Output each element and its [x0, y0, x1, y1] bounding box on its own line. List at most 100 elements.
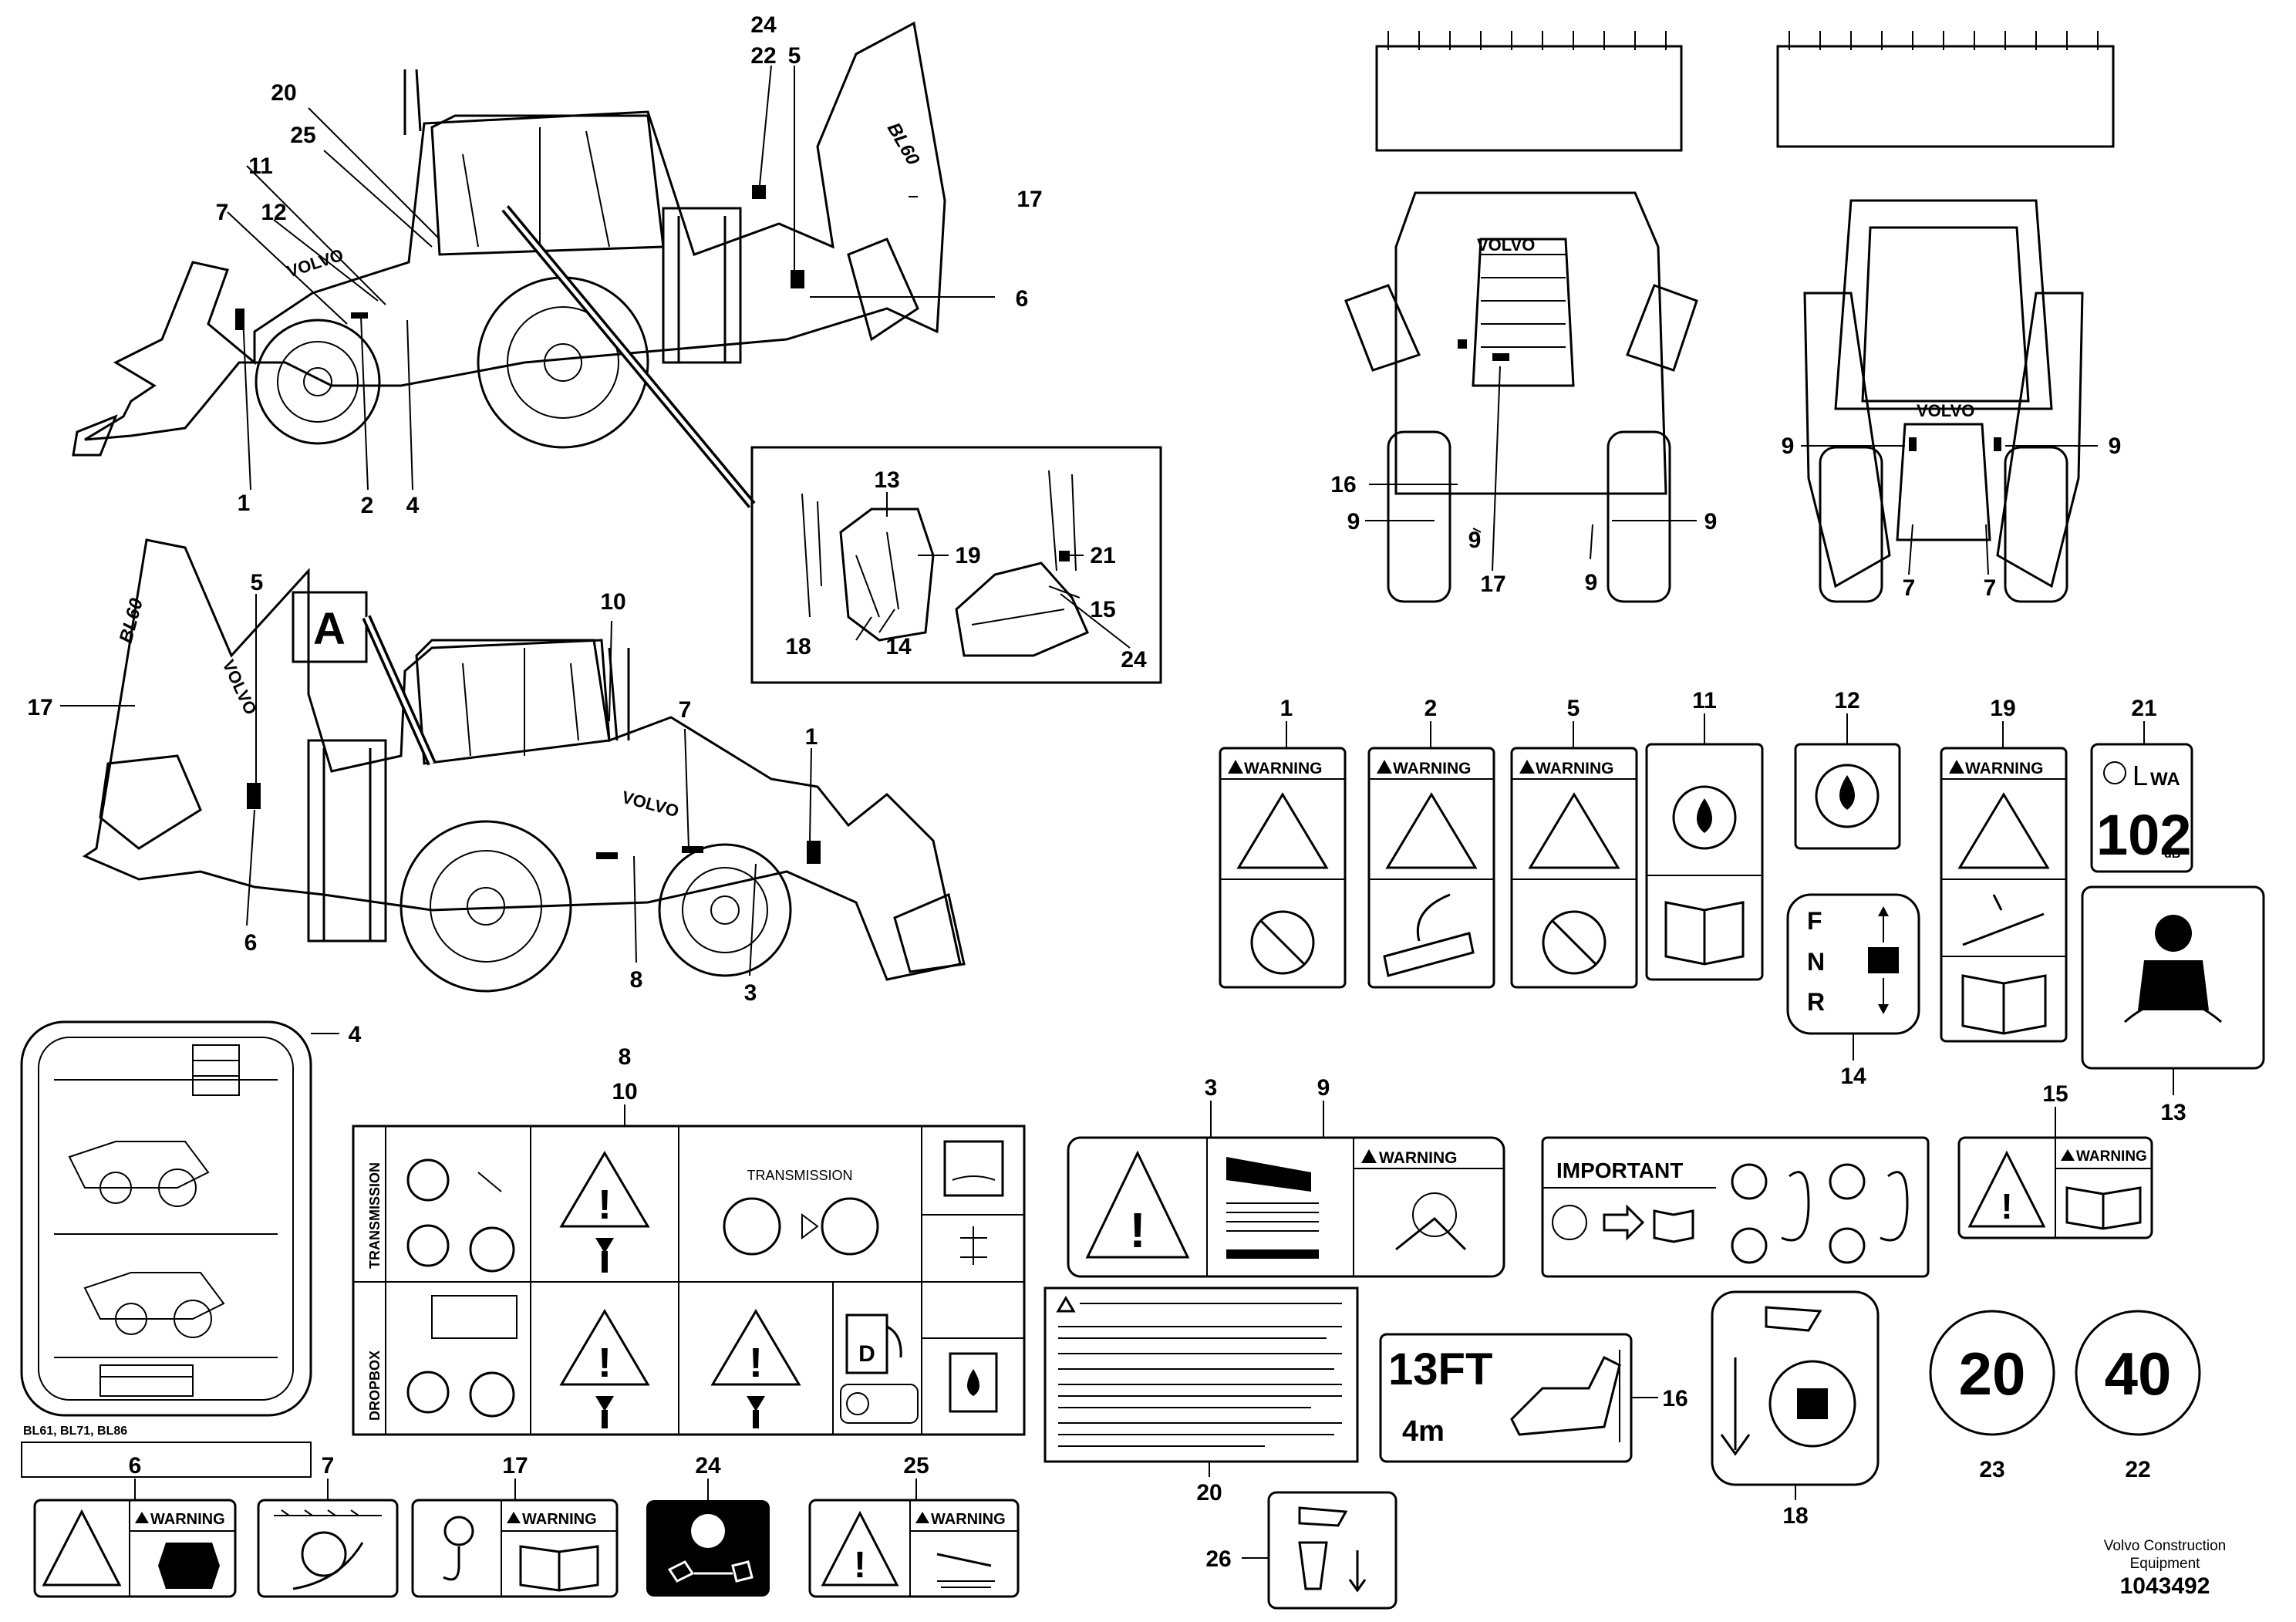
svg-text:14: 14	[1840, 1064, 1866, 1089]
svg-text:N: N	[1807, 948, 1825, 976]
svg-text:8: 8	[619, 1044, 632, 1070]
svg-text:dB: dB	[2164, 848, 2180, 861]
svg-text:24: 24	[695, 1453, 721, 1479]
svg-text:4m: 4m	[1402, 1415, 1445, 1448]
svg-text:25: 25	[903, 1453, 929, 1479]
leaders-front	[1365, 366, 1697, 572]
svg-text:WARNING: WARNING	[1536, 760, 1614, 777]
leaders-view-2	[60, 594, 812, 976]
callout-25a: 25	[290, 123, 315, 148]
svg-text:!: !	[749, 1340, 763, 1386]
credit-line-2: Equipment	[2129, 1556, 2200, 1572]
decal-14: F N R 14	[1786, 893, 1920, 1089]
callout-5a: 5	[788, 43, 801, 69]
decal-9: 9 IMPORTANT	[1317, 1075, 1930, 1278]
svg-text:WARNING: WARNING	[1379, 1149, 1458, 1167]
leaders-detail	[855, 492, 1131, 649]
machine-brand-2: VOLVO	[620, 787, 681, 821]
svg-text:1: 1	[1280, 696, 1293, 721]
transmission-label: TRANSMISSION	[747, 1168, 852, 1183]
svg-text:!: !	[1129, 1202, 1145, 1258]
svg-text:BL61, BL71, BL86: BL61, BL71, BL86	[23, 1425, 127, 1438]
callout-10b: 10	[600, 589, 625, 615]
callout-24a: 24	[750, 12, 777, 38]
svg-text:10: 10	[612, 1079, 637, 1104]
machine-model-1: BL60	[883, 120, 924, 170]
machine-brand-1: VOLVO	[285, 245, 346, 282]
decal-25: 25 ! WARNING	[808, 1453, 1020, 1598]
decal-19: 19 WARNING	[1940, 696, 2068, 1043]
machine-brand-3: VOLVO	[218, 657, 261, 718]
decal-7: 7	[257, 1453, 399, 1598]
svg-text:A: A	[313, 604, 346, 654]
svg-text:102: 102	[2096, 803, 2191, 867]
svg-text:23: 23	[1979, 1457, 2004, 1482]
svg-text:5: 5	[1567, 696, 1580, 721]
callout-3b: 3	[744, 980, 757, 1006]
svg-text:WARNING: WARNING	[1965, 760, 2044, 777]
decal-5: 5 WARNING	[1510, 696, 1638, 989]
svg-text:L: L	[2132, 760, 2148, 791]
svg-text:21: 21	[2131, 696, 2156, 721]
callout-24-detail: 24	[1121, 647, 1147, 673]
callout-11a: 11	[248, 153, 273, 179]
decal-13: 13	[2081, 885, 2265, 1125]
svg-text:WARNING: WARNING	[150, 1511, 225, 1528]
decal-22-speed-40: 40 22	[2075, 1310, 2201, 1482]
svg-text:WARNING: WARNING	[931, 1511, 1006, 1528]
callout-17a: 17	[1017, 187, 1042, 212]
callout-9-front-a: 9	[1347, 509, 1360, 534]
callout-16-front: 16	[1330, 472, 1356, 497]
svg-text:40: 40	[2105, 1340, 2172, 1408]
svg-text:11: 11	[1692, 688, 1717, 713]
machine-model-2: BL60	[116, 595, 147, 645]
decal-23-speed-20: 20 23	[1929, 1310, 2055, 1482]
callout-7-rear-b: 7	[1984, 575, 1997, 601]
svg-text:13: 13	[2160, 1100, 2186, 1125]
part-number: 1043492	[2119, 1573, 2210, 1599]
detail-a-label: A	[292, 591, 437, 766]
leaders-rear	[1801, 445, 2098, 575]
callout-12a: 12	[261, 200, 286, 225]
svg-text:26: 26	[1205, 1546, 1231, 1572]
decal-2: 2 WARNING	[1367, 696, 1495, 989]
front-view: VOLVO	[1344, 31, 1698, 603]
callout-18-detail: 18	[785, 634, 811, 659]
decal-20: 20	[1043, 1286, 1359, 1506]
svg-text:19: 19	[1990, 696, 2015, 721]
decal-8-10: 8 10 TRANSMISSION DROPBOX ! ! TRANSMISSI…	[352, 1044, 1026, 1436]
callout-17b: 17	[27, 695, 52, 720]
detail-inset	[750, 446, 1162, 684]
svg-text:13FT: 13FT	[1388, 1344, 1492, 1394]
callout-2a: 2	[361, 493, 374, 518]
callout-9-front-b: 9	[1468, 528, 1482, 553]
svg-text:18: 18	[1782, 1503, 1808, 1529]
decal-4: BL61, BL71, BL86 4	[20, 1020, 362, 1478]
svg-text:WARNING: WARNING	[1244, 760, 1323, 777]
publisher-credit: Volvo Construction Equipment 1043492	[2065, 1537, 2265, 1600]
backhoe-side-view-left: VOLVO BL60	[72, 21, 946, 457]
svg-text:17: 17	[502, 1453, 528, 1479]
svg-text:2: 2	[1424, 696, 1438, 721]
svg-text:16: 16	[1662, 1386, 1687, 1411]
callout-8b: 8	[630, 967, 643, 993]
decal-17: 17 WARNING	[411, 1453, 619, 1598]
callout-9-front-d: 9	[1704, 509, 1718, 534]
callout-6b: 6	[244, 930, 258, 956]
decal-24: 24	[646, 1453, 770, 1597]
svg-text:6: 6	[129, 1453, 142, 1479]
rear-view: VOLVO	[1776, 31, 2115, 603]
machine-brand-front: VOLVO	[1477, 235, 1535, 255]
decal-12: 12	[1794, 688, 1901, 850]
callout-1b: 1	[805, 724, 818, 750]
transmission-vertical: TRANSMISSION	[367, 1162, 383, 1269]
decal-11: 11	[1645, 688, 1764, 981]
callout-19-detail: 19	[955, 543, 980, 568]
svg-text:15: 15	[2042, 1081, 2068, 1107]
callout-4a: 4	[406, 493, 420, 518]
callout-17-front: 17	[1480, 572, 1505, 597]
svg-text:WARNING: WARNING	[1393, 760, 1472, 777]
svg-text:F: F	[1807, 907, 1822, 935]
dropbox-vertical: DROPBOX	[367, 1351, 383, 1421]
